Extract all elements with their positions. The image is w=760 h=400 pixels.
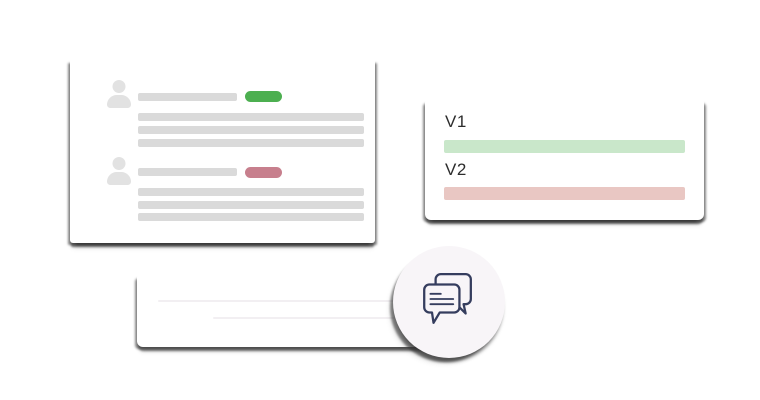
text-placeholder-bar [138,168,237,176]
text-placeholder-bar [138,213,364,221]
text-placeholder-bar [138,113,364,121]
version-label-v2: V2 [445,160,467,179]
version-label-v1: V1 [445,112,467,131]
green-status-pill [245,91,282,102]
text-placeholder-bar [138,126,364,134]
chat-badge [393,246,505,358]
user-avatar-icon [107,157,131,185]
text-placeholder-line [213,317,440,319]
text-placeholder-bar [138,188,364,196]
text-placeholder-bar [138,139,364,147]
version-bar-rose [444,187,685,200]
user-avatar-icon [107,80,131,108]
avatar-torso [107,95,131,108]
avatar-head [112,80,126,93]
version-bar-green [444,140,685,153]
text-placeholder-bar [138,93,237,101]
text-placeholder-bar [138,201,364,209]
avatar-torso [107,172,131,185]
document-card [70,57,375,243]
chat-bubbles-icon [423,273,472,324]
avatar-head [112,157,126,170]
text-placeholder-line [158,300,420,302]
rose-status-pill [245,167,282,178]
versions-card: V1 V2 [425,97,704,220]
